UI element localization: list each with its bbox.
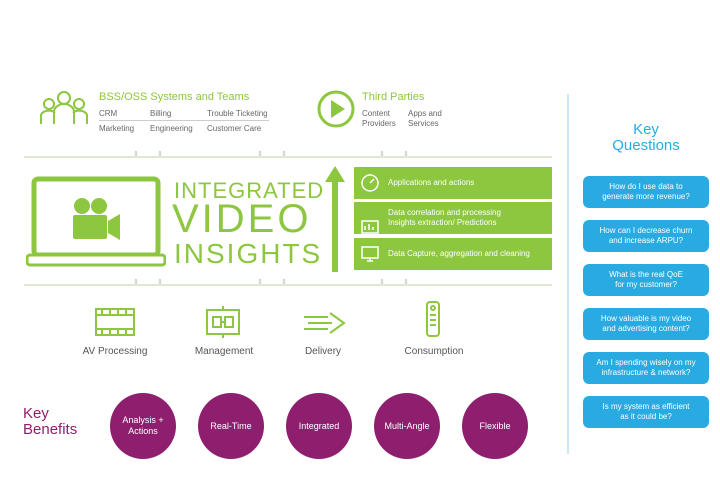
process-consumption: Consumption [404, 346, 464, 357]
bss-trouble-ticketing: Trouble Ticketing [207, 109, 268, 118]
layer-label: Data Capture, aggregation and cleaning [388, 249, 530, 258]
benefits-title: Key Benefits [23, 405, 78, 438]
layer-applications: Applications and actions [354, 167, 552, 199]
connector-tick: ⇕ [133, 151, 139, 158]
process-av-processing: AV Processing [82, 346, 148, 357]
third-content-providers: Content Providers [362, 109, 396, 128]
top-rail [24, 156, 552, 158]
bss-engineering: Engineering [150, 124, 193, 133]
benefit-analysis-actions: Analysis + Actions [110, 393, 176, 459]
connector-tick: ⇕ [257, 151, 263, 158]
question-3: What is the real QoE for my customer? [583, 264, 709, 296]
connector-tick: ⇕ [157, 151, 163, 158]
third-apps-services: Apps and Services [408, 109, 442, 128]
questions-title: Key Questions [612, 121, 680, 154]
connector-tick: ⇕ [157, 279, 163, 286]
layer-label: Applications and actions [388, 178, 475, 187]
bss-billing: Billing [150, 109, 172, 118]
bss-marketing: Marketing [99, 124, 135, 133]
third-title: Third Parties [362, 91, 425, 103]
monitor-icon [360, 244, 380, 264]
bss-divider [99, 120, 269, 121]
brand-line-2: VIDEO [172, 197, 312, 241]
benefit-flexible: Flexible [462, 393, 528, 459]
people-icon [38, 90, 90, 126]
connector-tick: ⇕ [257, 279, 263, 286]
arrows-icon [302, 311, 346, 335]
video-camera-icon [70, 196, 122, 242]
layer-correlation: Data correlation and processing Insights… [354, 202, 552, 237]
network-icon [205, 306, 241, 338]
process-delivery: Delivery [304, 346, 342, 357]
connector-tick: ⇕ [403, 151, 409, 158]
question-4: How valuable is my video and advertising… [583, 308, 709, 340]
bss-crm: CRM [99, 109, 118, 118]
brand-line-1: INTEGRATED [174, 178, 325, 203]
connector-tick: ⇕ [379, 151, 385, 158]
layer-capture: Data Capture, aggregation and cleaning [354, 238, 552, 270]
questions-divider [567, 94, 569, 454]
gauge-icon [360, 173, 380, 193]
connector-tick: ⇕ [133, 279, 139, 286]
connector-tick: ⇕ [403, 279, 409, 286]
question-2: How can I decrease churn and increase AR… [583, 220, 709, 252]
dashboard-icon [360, 208, 380, 237]
connector-tick: ⇕ [379, 279, 385, 286]
connector-tick: ⇕ [281, 151, 287, 158]
play-icon [316, 89, 356, 129]
benefit-multi-angle: Multi-Angle [374, 393, 440, 459]
bss-customer-care: Customer Care [207, 124, 262, 133]
brand-line-3: INSIGHTS [174, 238, 323, 269]
benefit-integrated: Integrated [286, 393, 352, 459]
question-5: Am I spending wisely on my infrastructur… [583, 352, 709, 384]
process-management: Management [194, 346, 254, 357]
question-1: How do I use data to generate more reven… [583, 176, 709, 208]
film-strip-icon [94, 307, 136, 337]
bss-title: BSS/OSS Systems and Teams [99, 91, 250, 103]
bottom-rail [24, 284, 552, 286]
up-arrow [325, 166, 345, 272]
connector-tick: ⇕ [281, 279, 287, 286]
layer-label: Data correlation and processing Insights… [388, 208, 501, 227]
question-6: Is my system as efficient as it could be… [583, 396, 709, 428]
benefit-real-time: Real-Time [198, 393, 264, 459]
remote-icon [424, 300, 442, 338]
